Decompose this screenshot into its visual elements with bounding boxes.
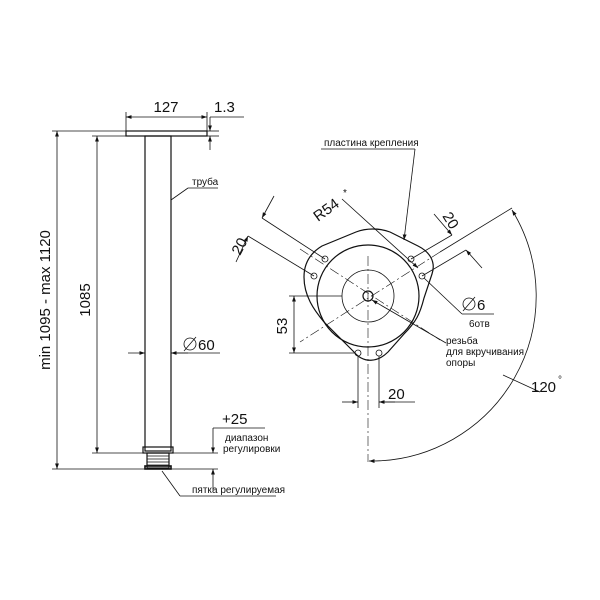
dim-total: min 1095 - max 1120 [37, 230, 54, 370]
label-range-2: регулировки [223, 444, 280, 455]
dim-angle-mark: ° [558, 375, 562, 386]
dim-adjust: +25 [222, 411, 247, 428]
dim-offset-right: 20 [439, 209, 462, 232]
label-thread-2: для вкручивания [446, 347, 524, 358]
dim-radius: R54 [310, 195, 342, 225]
label-range-1: диапазон [225, 433, 268, 444]
mounting-plate [303, 228, 434, 361]
dim-53: 53 [274, 318, 291, 335]
dim-bottom: 20 [388, 386, 405, 403]
dim-hole: 6 [477, 297, 485, 314]
dim-60: 60 [198, 337, 215, 354]
label-thread-3: опоры [446, 358, 475, 369]
dim-1085: 1085 [77, 283, 94, 316]
label-thread-1: резьба [446, 335, 478, 347]
diameter-icon [183, 336, 197, 352]
tube [144, 135, 172, 452]
label-foot: пятка регулируемая [192, 485, 285, 496]
label-plate: пластина крепления [324, 138, 419, 149]
tube-collar [142, 446, 174, 454]
dim-angle: 120 [531, 379, 556, 396]
dim-radius-mark: * [343, 188, 347, 199]
dim-1-3: 1.3 [214, 99, 235, 116]
angle-arc [368, 209, 537, 464]
label-tube: труба [192, 176, 219, 188]
side-view: 127 1.3 min 1095 - max 1120 1085 труба 6… [37, 99, 285, 497]
dim-offset-left: 20 [229, 235, 252, 258]
label-holes: 6отв [469, 319, 490, 330]
plate-view: пластина крепления R54 * 20 20 53 20 [229, 138, 562, 464]
adjustable-foot [144, 452, 172, 470]
dim-127: 127 [153, 99, 178, 116]
top-flange [125, 130, 208, 137]
hole-diameter-icon [462, 296, 476, 312]
